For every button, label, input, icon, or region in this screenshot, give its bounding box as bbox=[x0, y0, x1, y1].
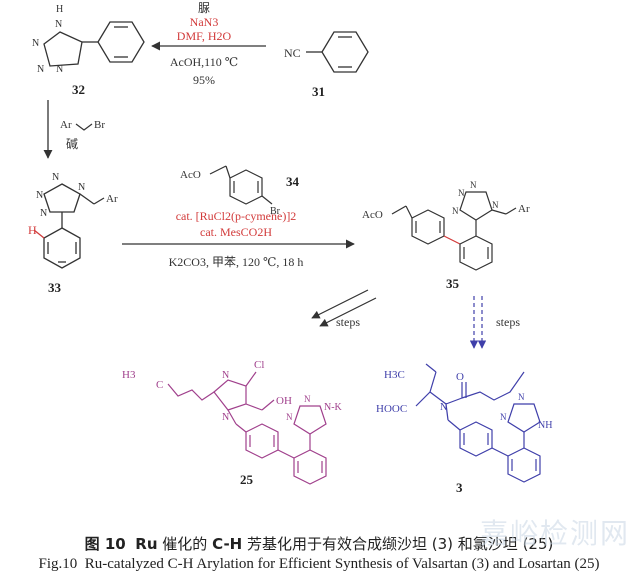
atom-n-3c: N bbox=[500, 412, 507, 422]
atom-ar-33: Ar bbox=[106, 193, 118, 205]
compound-label-32: 32 bbox=[72, 82, 85, 97]
atom-n-35a: N bbox=[470, 180, 477, 190]
atom-n-32b: N bbox=[32, 38, 39, 49]
compound-label-34: 34 bbox=[286, 174, 300, 189]
caption-cn-text: 催化的 bbox=[162, 535, 208, 553]
watermark-text: 嘉峪检测网 bbox=[479, 517, 630, 550]
atom-br-34: Br bbox=[270, 206, 281, 217]
atom-n-33d: N bbox=[78, 182, 85, 193]
step3-catalyst: cat. [RuCl2(p-cymene)]2 bbox=[176, 209, 297, 223]
compound-label-33: 33 bbox=[48, 280, 62, 295]
figure-caption-chinese: 图 10 Ru 催化的 C-H 芳基化用于有效合成缬沙坦 (3) 和氯沙坦 (2… bbox=[0, 533, 638, 554]
atom-n-33c: N bbox=[40, 208, 47, 219]
atom-h-33-red: H bbox=[28, 223, 37, 237]
step1-solvent: DMF, H2O bbox=[177, 29, 232, 43]
figure-caption-english: Fig.10 Ru-catalyzed C-H Arylation for Ef… bbox=[0, 556, 638, 573]
arrow-to-25-a bbox=[311, 289, 369, 319]
atom-h3-25: H3 bbox=[122, 369, 136, 381]
step3-acid: cat. MesCO2H bbox=[200, 225, 272, 239]
atom-n-35c: N bbox=[452, 206, 459, 216]
step1-conditions: AcOH,110 ℃ bbox=[170, 55, 238, 69]
caption-cn-figno: 图 10 bbox=[84, 535, 126, 553]
steps-label-right: steps bbox=[496, 315, 520, 329]
step2-reagent-br: Br bbox=[94, 119, 105, 131]
atom-n-25a: N bbox=[222, 370, 229, 381]
compound-3-structure bbox=[415, 363, 541, 483]
atom-ar-35: Ar bbox=[518, 203, 530, 215]
compound-32-structure bbox=[43, 21, 145, 67]
step2-reagent-ar: Ar bbox=[60, 119, 72, 131]
atom-aco-35: AcO bbox=[362, 209, 383, 221]
atom-hooc-3: HOOC bbox=[376, 403, 407, 415]
atom-oh-25: OH bbox=[276, 395, 292, 407]
atom-n-33b: N bbox=[36, 190, 43, 201]
atom-n-35d: N bbox=[492, 200, 499, 210]
atom-nc-31: NC bbox=[284, 46, 301, 60]
compound-label-35: 35 bbox=[446, 276, 460, 291]
atom-aco-34: AcO bbox=[180, 169, 201, 181]
step3-conditions: K2CO3, 甲苯, 120 ℃, 18 h bbox=[169, 255, 304, 269]
step1-reagent-nan3: NaN3 bbox=[190, 15, 219, 29]
step2-reagent-chain bbox=[75, 123, 93, 131]
reaction-scheme: H N N N N 32 NC 31 脲 NaN3 DMF, H2O AcOH,… bbox=[28, 1, 552, 495]
step1-reagent-urea: 脲 bbox=[198, 1, 210, 15]
atom-n-25d: N bbox=[286, 412, 293, 422]
atom-nh-3: NH bbox=[538, 420, 552, 431]
atom-n-35b: N bbox=[458, 188, 465, 198]
caption-cn-ch: C-H bbox=[212, 535, 243, 553]
atom-n-33a: N bbox=[52, 172, 59, 183]
compound-25-structure bbox=[167, 371, 327, 485]
compound-label-25: 25 bbox=[240, 472, 254, 487]
atom-n-3a: N bbox=[440, 402, 447, 413]
step2-base: 碱 bbox=[66, 137, 78, 151]
caption-en-text: Ru-catalyzed C-H Arylation for Efficient… bbox=[84, 556, 600, 572]
atom-o-3: O bbox=[456, 371, 464, 383]
compound-33-structure bbox=[43, 183, 105, 269]
atom-h-32: H bbox=[56, 4, 63, 15]
caption-cn-ru: Ru bbox=[135, 535, 158, 553]
atom-cl-25: Cl bbox=[254, 359, 264, 371]
atom-nk-25: N-K bbox=[324, 402, 343, 413]
atom-n-3b: N bbox=[518, 392, 525, 402]
compound-35-structure bbox=[391, 191, 517, 271]
atom-n-32d: N bbox=[56, 64, 63, 75]
atom-n-32c: N bbox=[37, 64, 44, 75]
compound-label-3: 3 bbox=[456, 480, 463, 495]
arrow-to-25-b bbox=[319, 297, 377, 327]
compound-34-structure bbox=[209, 165, 273, 205]
atom-c-25: C bbox=[156, 379, 163, 391]
atom-n-32a: N bbox=[55, 19, 62, 30]
step1-yield: 95% bbox=[193, 73, 215, 87]
steps-label-left: steps bbox=[336, 315, 360, 329]
atom-n-25b: N bbox=[222, 412, 229, 423]
compound-label-31: 31 bbox=[312, 84, 325, 99]
caption-en-figno: Fig.10 bbox=[38, 556, 78, 572]
caption-cn-rest: 芳基化用于有效合成缬沙坦 (3) 和氯沙坦 (25) bbox=[247, 535, 554, 553]
atom-n-25c: N bbox=[304, 394, 311, 404]
compound-31-structure bbox=[306, 31, 369, 73]
atom-h3c-3: H3C bbox=[384, 369, 405, 381]
